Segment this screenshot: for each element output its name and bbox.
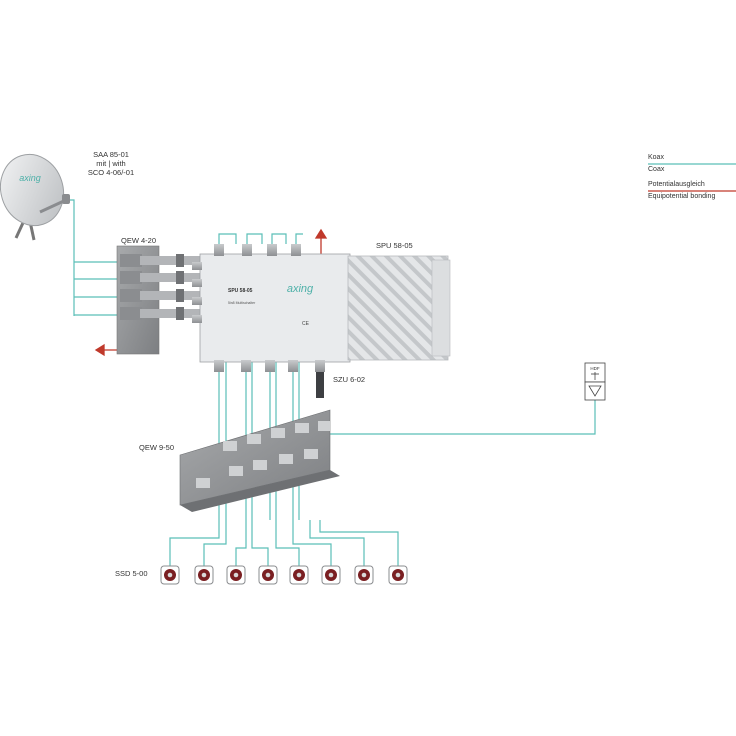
qew-9-50-bracket [179, 409, 340, 512]
dish-logo: axing [19, 173, 41, 183]
szu-label: SZU 6-02 [333, 375, 366, 384]
dish-with-label: mit | with [96, 159, 126, 168]
satellite-dish: axing [0, 153, 70, 241]
ssd-sockets [160, 565, 408, 585]
spu-subtitle-label: 5in8 Multischalter [228, 301, 256, 305]
socket-4 [258, 565, 278, 585]
ssd-label: SSD 5-00 [115, 569, 148, 578]
legend-coax-en: Coax [648, 166, 665, 173]
qew-bottom-label: QEW 9-50 [139, 443, 175, 452]
spu-brand-logo: axing [287, 283, 314, 295]
socket-1 [160, 565, 180, 585]
socket-2 [194, 565, 214, 585]
legend-coax-de: Koax [648, 154, 664, 161]
spu-model-label: SPU 58-05 [228, 288, 253, 294]
hdf-label: HDF [590, 366, 599, 371]
dish-lnb-label: SCO 4-06/-01 [87, 168, 135, 177]
terrestrial-antenna-symbol: HDF [584, 362, 606, 401]
qew-top-label: QEW 4-20 [121, 236, 157, 245]
spu-ce-mark: CE [302, 321, 310, 327]
szu-6-02-unit [316, 372, 324, 398]
socket-5 [289, 565, 309, 585]
dish-model-label: SAA 85-01 [93, 150, 129, 159]
socket-8 [388, 565, 408, 585]
qew-4-20-bracket [116, 245, 200, 355]
legend-bonding-en: Equipotential bonding [648, 193, 716, 200]
socket-7 [354, 565, 374, 585]
legend-bonding-de: Potentialausgleich [648, 181, 705, 188]
dish-label: SAA 85-01 mit | with SCO 4-06/-01 [83, 150, 139, 177]
socket-3 [226, 565, 246, 585]
socket-6 [321, 565, 341, 585]
spu-label: SPU 58-05 [376, 241, 413, 250]
spu-multiswitch: axing SPU 58-05 5in8 Multischalter CE [192, 244, 451, 372]
legend-lines [648, 163, 736, 192]
